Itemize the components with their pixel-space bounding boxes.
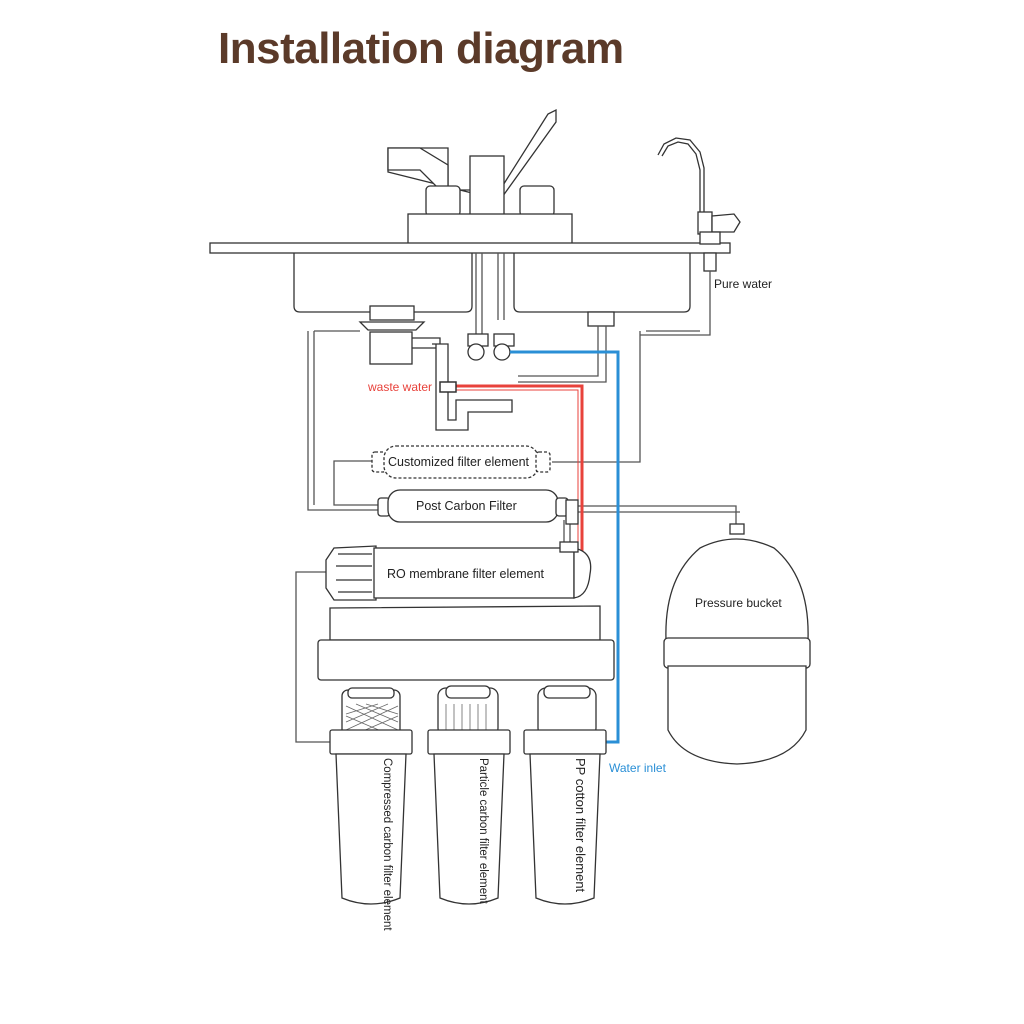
diagram-title: Installation diagram [218, 24, 624, 73]
post-carbon-label: Post Carbon Filter [416, 499, 517, 513]
water-inlet-line [510, 350, 620, 744]
kitchen-faucet [387, 108, 573, 245]
water-inlet-label: Water inlet [609, 761, 667, 775]
pp-cotton-housing [523, 685, 607, 905]
pressure-bucket [663, 523, 811, 765]
mounting-bracket [317, 605, 615, 681]
pressure-bucket-label: Pressure bucket [695, 596, 782, 610]
ro-membrane-housing [325, 541, 592, 601]
compressed-carbon-label: Compressed carbon filter element [381, 758, 393, 931]
ro-membrane-label: RO membrane filter element [387, 567, 545, 581]
waste-water-label: waste water [367, 380, 432, 394]
drain-and-supply-pipes [295, 253, 740, 743]
particle-carbon-housing [427, 685, 511, 905]
post-carbon-filter [377, 489, 579, 525]
pure-water-label: Pure water [714, 277, 772, 291]
customized-filter-label: Customized filter element [388, 455, 530, 469]
compressed-carbon-housing [329, 687, 413, 905]
customized-filter-element [371, 445, 551, 479]
pure-water-faucet [640, 137, 741, 336]
pp-cotton-label: PP cotton filter element [573, 758, 588, 893]
particle-carbon-label: Particle carbon filter element [477, 758, 489, 905]
countertop-sink [209, 242, 731, 331]
